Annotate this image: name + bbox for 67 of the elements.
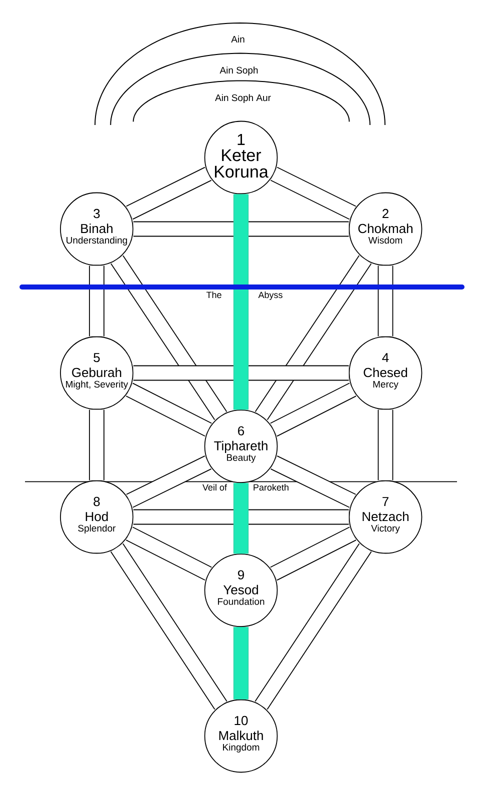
arc-label: Ain <box>231 36 244 42</box>
number-label: 3 <box>94 208 100 218</box>
number-label: 5 <box>94 353 100 362</box>
channel-path <box>89 266 104 336</box>
name-label: Chesed <box>364 368 408 378</box>
sephirah-circle <box>204 699 278 773</box>
sephirah-circle <box>348 480 422 554</box>
channel-path <box>270 382 356 437</box>
channel-path <box>270 456 356 508</box>
number-label: 7 <box>382 497 388 506</box>
channel-path <box>89 410 104 480</box>
channel-path <box>270 526 356 581</box>
arc-label: Ain Soph Aur <box>215 94 271 103</box>
meaning-label: Wisdom <box>368 236 402 244</box>
channel-path <box>378 410 394 480</box>
channel-path <box>133 365 349 381</box>
number-label: 6 <box>238 426 244 436</box>
channel-path <box>254 255 372 420</box>
channel-path <box>110 543 228 710</box>
sephirah-circle <box>348 192 422 266</box>
name-label: Malkuth <box>219 730 263 740</box>
number-label: 2 <box>382 208 388 218</box>
name-label: Tiphareth <box>214 440 268 453</box>
sephirah-circle <box>348 336 422 410</box>
sephirah-circle <box>60 192 134 266</box>
sephirah-circle <box>204 410 278 483</box>
sephirah-circle <box>204 120 278 194</box>
sephirah-circle <box>60 336 134 410</box>
bar-path <box>233 483 249 554</box>
channel-path <box>110 255 228 420</box>
number-label: 10 <box>234 716 248 726</box>
channel-path <box>126 526 212 581</box>
channel-path <box>133 509 349 525</box>
name-label: Geburah <box>72 368 122 378</box>
meaning-label: Victory <box>371 524 400 534</box>
arc-label: Ain Soph <box>220 66 258 76</box>
channel-path <box>378 266 394 336</box>
meaning-label: Splendor <box>78 524 116 534</box>
meaning-label: Understanding <box>66 236 127 246</box>
sephirah-circle <box>204 554 278 627</box>
meaning-label: Might, Severity <box>66 380 128 390</box>
number-label: 4 <box>382 353 389 362</box>
meaning-label: Kingdom <box>223 744 260 752</box>
name-label: Netzach <box>362 512 408 522</box>
name-label: Binah <box>81 224 112 234</box>
bar-path <box>233 627 249 700</box>
sephirah-circle <box>60 480 134 554</box>
number-label: 1 <box>238 134 245 145</box>
channel-path <box>133 221 349 237</box>
channel-path <box>270 166 356 220</box>
meaning-label: Beauty <box>227 454 256 463</box>
channel-path <box>126 166 212 220</box>
bar-path <box>233 194 249 410</box>
name-label: Keter Koruna <box>214 149 268 178</box>
line-label: The <box>206 292 222 298</box>
number-label: 9 <box>238 570 244 580</box>
name-label: Yesod <box>223 584 258 594</box>
channel-path <box>254 543 372 710</box>
name-label: Hod <box>86 512 108 522</box>
number-label: 8 <box>94 496 100 506</box>
channel-path <box>126 382 212 437</box>
name-label: Chokmah <box>358 224 412 234</box>
channel-path <box>126 456 212 508</box>
line-label: Abyss <box>258 292 282 300</box>
meaning-label: Foundation <box>218 598 264 605</box>
meaning-label: Mercy <box>373 380 398 390</box>
line-label: Paroketh <box>254 484 288 491</box>
